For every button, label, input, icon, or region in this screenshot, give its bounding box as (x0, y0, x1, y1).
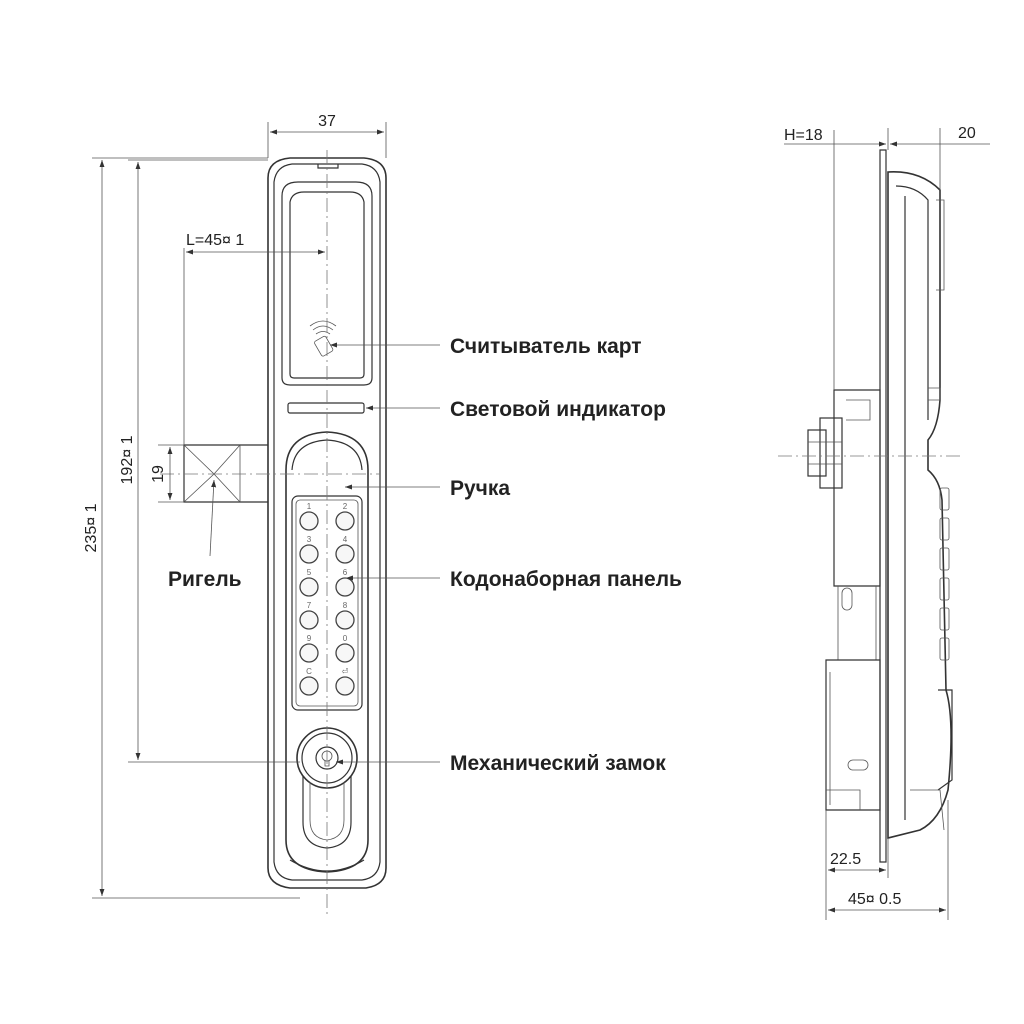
key-0 (335, 643, 355, 663)
key-4 (335, 544, 355, 564)
key-6 (335, 577, 355, 597)
key-digit: 4 (343, 535, 348, 544)
bolt (183, 444, 268, 503)
callout-indicator: Световой индикатор (450, 398, 666, 421)
callouts: Считыватель карт Световой индикатор Ручк… (168, 335, 682, 775)
key-3 (299, 544, 319, 564)
lock-housing-outline (267, 157, 387, 889)
lock-housing-inner-edge (273, 163, 381, 881)
key-9 (299, 643, 319, 663)
key-5 (299, 577, 319, 597)
key-clear (299, 676, 319, 696)
key-digit: 3 (307, 535, 312, 544)
top-cap (317, 164, 339, 169)
callout-bolt: Ригель (168, 568, 242, 591)
side-keypad-buttons (939, 487, 950, 661)
side-body (887, 171, 952, 840)
key-digit: 7 (307, 601, 312, 610)
key-digit: C (306, 667, 312, 676)
key-2 (335, 511, 355, 531)
card-reader (281, 181, 373, 386)
key-7 (299, 610, 319, 630)
inner-depth-label: 22.5 (830, 851, 861, 868)
key-digit: 2 (343, 502, 348, 511)
front-view: 1 2 3 4 5 6 7 8 9 0 C ⏎ (83, 113, 387, 918)
spindle-nut (807, 429, 827, 477)
key-digit: 8 (343, 601, 348, 610)
key-8 (335, 610, 355, 630)
key-digit: ⏎ (342, 667, 349, 676)
total-height-label: 235¤ 1 (83, 503, 100, 552)
light-indicator (287, 402, 365, 414)
mounting-plate (879, 149, 887, 863)
key-digit: 6 (343, 568, 348, 577)
bolt-length-label: L=45¤ 1 (186, 232, 244, 249)
width-dimension-label: 37 (318, 113, 336, 130)
key-1 (299, 511, 319, 531)
key-digit: 9 (307, 634, 312, 643)
callout-card-reader: Считыватель карт (450, 335, 642, 358)
key-digit: 1 (307, 502, 312, 511)
key-digit: 5 (307, 568, 312, 577)
callout-keypad: Кодонаборная панель (450, 568, 682, 591)
callout-handle: Ручка (450, 477, 510, 500)
mid-height-label: 192¤ 1 (119, 435, 136, 484)
callout-mechanical-lock: Механический замок (450, 752, 666, 775)
depth-label: 20 (958, 125, 976, 142)
nfc-icon (309, 320, 337, 357)
key-enter (335, 676, 355, 696)
total-depth-label: 45¤ 0.5 (848, 891, 901, 908)
door-thickness-label: H=18 (784, 127, 823, 144)
key-digit: 0 (343, 634, 348, 643)
side-view: H=18 20 22.5 45¤ 0.5 (778, 125, 990, 920)
bolt-height-label: 19 (150, 465, 167, 483)
